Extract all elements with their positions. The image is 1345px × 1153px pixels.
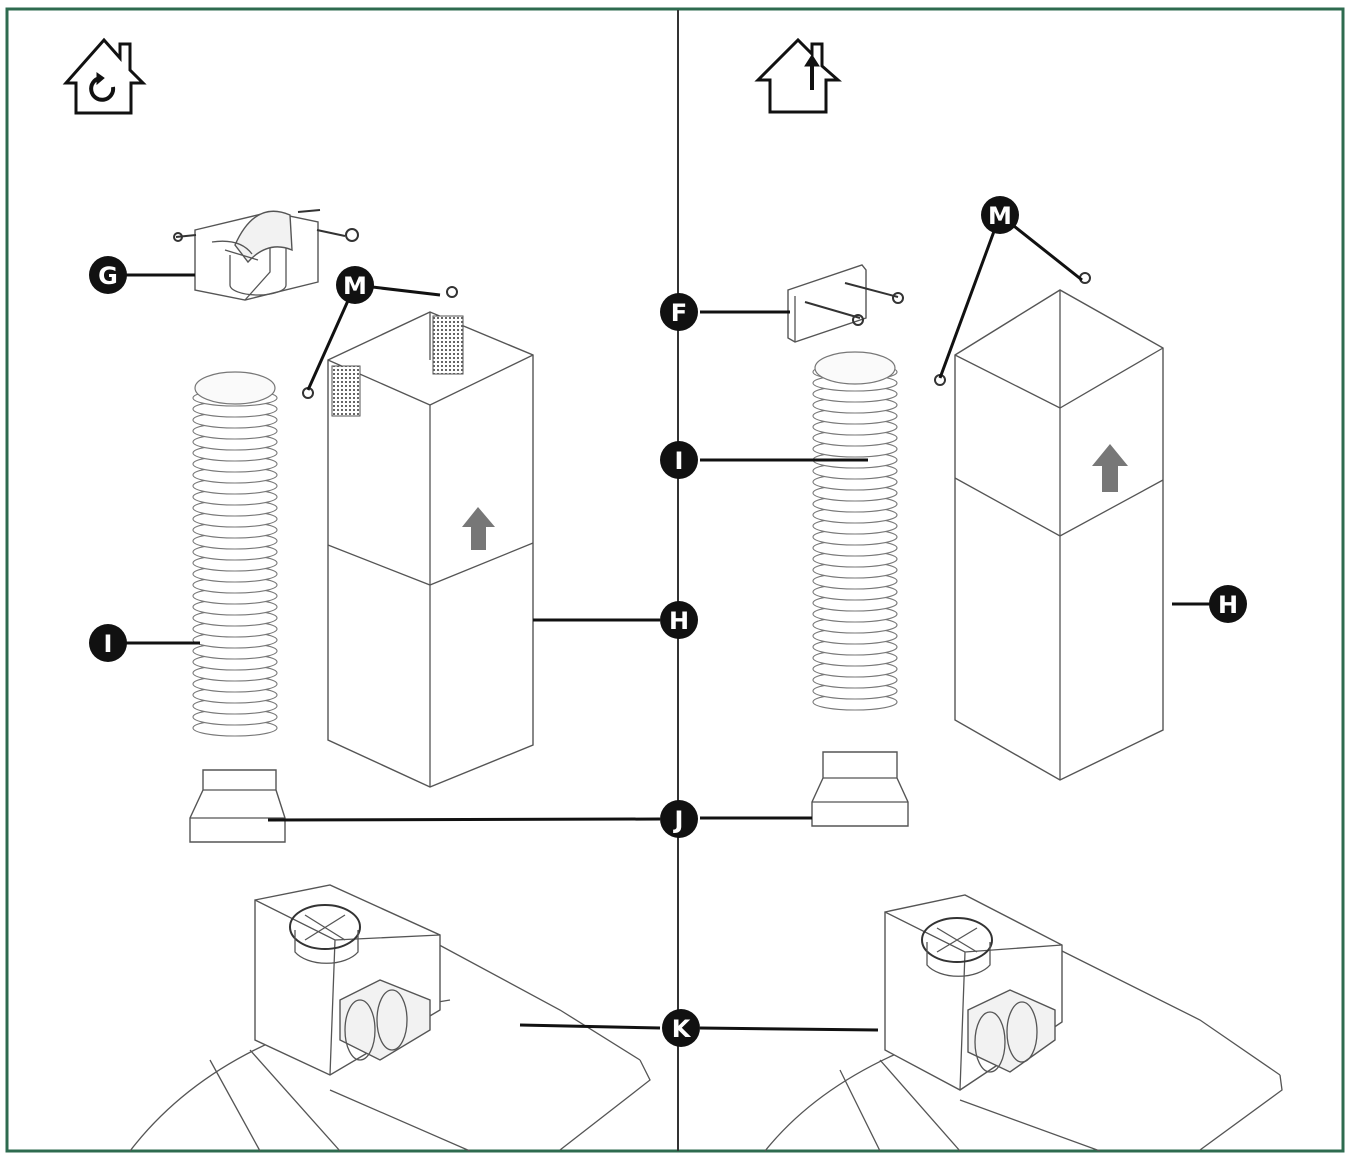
reducer-right (811, 751, 909, 827)
recirculation-adapter-g (173, 209, 359, 301)
callout-h-right: H (1209, 585, 1247, 623)
hose-opening (194, 371, 276, 405)
motor-hood-right (764, 894, 1283, 1152)
motor-hood-left (129, 884, 651, 1152)
flexible-hose-left (192, 371, 278, 737)
callout-m-left: M (336, 266, 374, 304)
callout-i-right: I (660, 441, 698, 479)
chimney-left (327, 311, 534, 788)
callout-k: K (662, 1009, 700, 1047)
callout-i-left: I (89, 624, 127, 662)
callout-k-label: K (672, 1015, 692, 1043)
callout-f-label: F (671, 299, 687, 327)
outer-frame (5, 7, 1345, 1153)
callout-g-label: G (98, 262, 118, 290)
flexible-hose-right (812, 351, 898, 711)
callout-j-label: J (673, 806, 684, 834)
hose-opening (814, 351, 896, 385)
callout-h-left: H (660, 601, 698, 639)
callout-g: G (89, 256, 127, 294)
house-extraction-icon (754, 37, 842, 114)
bracket-f (787, 264, 904, 343)
callout-h-left-label: H (669, 607, 689, 635)
callout-i-right-label: I (675, 447, 684, 475)
callout-m-left-label: M (343, 272, 367, 300)
callout-m-right: M (981, 196, 1019, 234)
reducer-left (189, 769, 286, 843)
chimney-right (954, 289, 1164, 781)
callout-i-left-label: I (104, 630, 113, 658)
house-recirculation-icon (62, 37, 147, 115)
callout-m-right-label: M (988, 202, 1012, 230)
up-arrow-icon (462, 507, 495, 550)
callout-j: J (660, 800, 698, 838)
callout-h-right-label: H (1218, 591, 1238, 619)
callout-f: F (660, 293, 698, 331)
up-arrow-icon-right (1092, 444, 1128, 492)
